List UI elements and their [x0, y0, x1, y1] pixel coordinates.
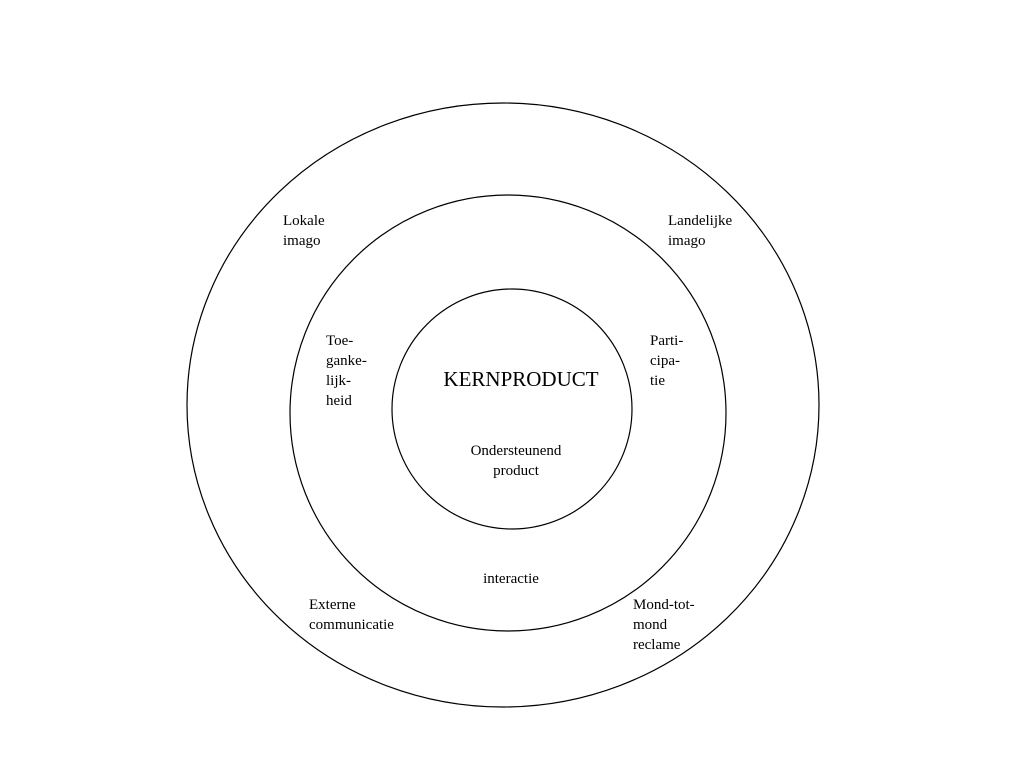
national-image-label: Landelijke imago — [668, 211, 732, 251]
local-image-line: imago — [283, 233, 321, 249]
supporting-product-label: Ondersteunend product — [446, 441, 586, 481]
accessibility-line: ganke- — [326, 353, 367, 369]
word-of-mouth-label: Mond-tot- mond reclame — [633, 595, 695, 655]
middle-ring — [289, 194, 727, 632]
participation-line: tie — [650, 373, 665, 389]
word-of-mouth-line: Mond-tot- — [633, 597, 695, 613]
accessibility-line: heid — [326, 393, 352, 409]
supporting-product-line: product — [493, 463, 539, 479]
local-image-label: Lokale imago — [283, 211, 325, 251]
participation-line: Parti- — [650, 333, 684, 349]
interaction-label: interactie — [441, 569, 581, 589]
outer-ring — [186, 102, 820, 708]
external-communication-line: Externe — [309, 597, 356, 613]
external-communication-label: Externe communicatie — [309, 595, 394, 635]
external-communication-line: communicatie — [309, 617, 394, 633]
interaction-line: interactie — [483, 571, 539, 587]
participation-label: Parti- cipa- tie — [650, 331, 683, 391]
national-image-line: imago — [668, 233, 706, 249]
accessibility-line: lijk- — [326, 373, 351, 389]
supporting-product-line: Ondersteunend — [470, 443, 562, 459]
core-product-title: KERNPRODUCT — [443, 367, 599, 391]
accessibility-label: Toe- ganke- lijk- heid — [326, 331, 367, 411]
national-image-line: Landelijke — [668, 213, 733, 229]
accessibility-line: Toe- — [326, 333, 354, 349]
word-of-mouth-line: reclame — [633, 637, 681, 653]
inner-ring — [391, 288, 633, 530]
word-of-mouth-line: mond — [633, 617, 668, 633]
participation-line: cipa- — [650, 353, 680, 369]
local-image-line: Lokale — [283, 213, 325, 229]
